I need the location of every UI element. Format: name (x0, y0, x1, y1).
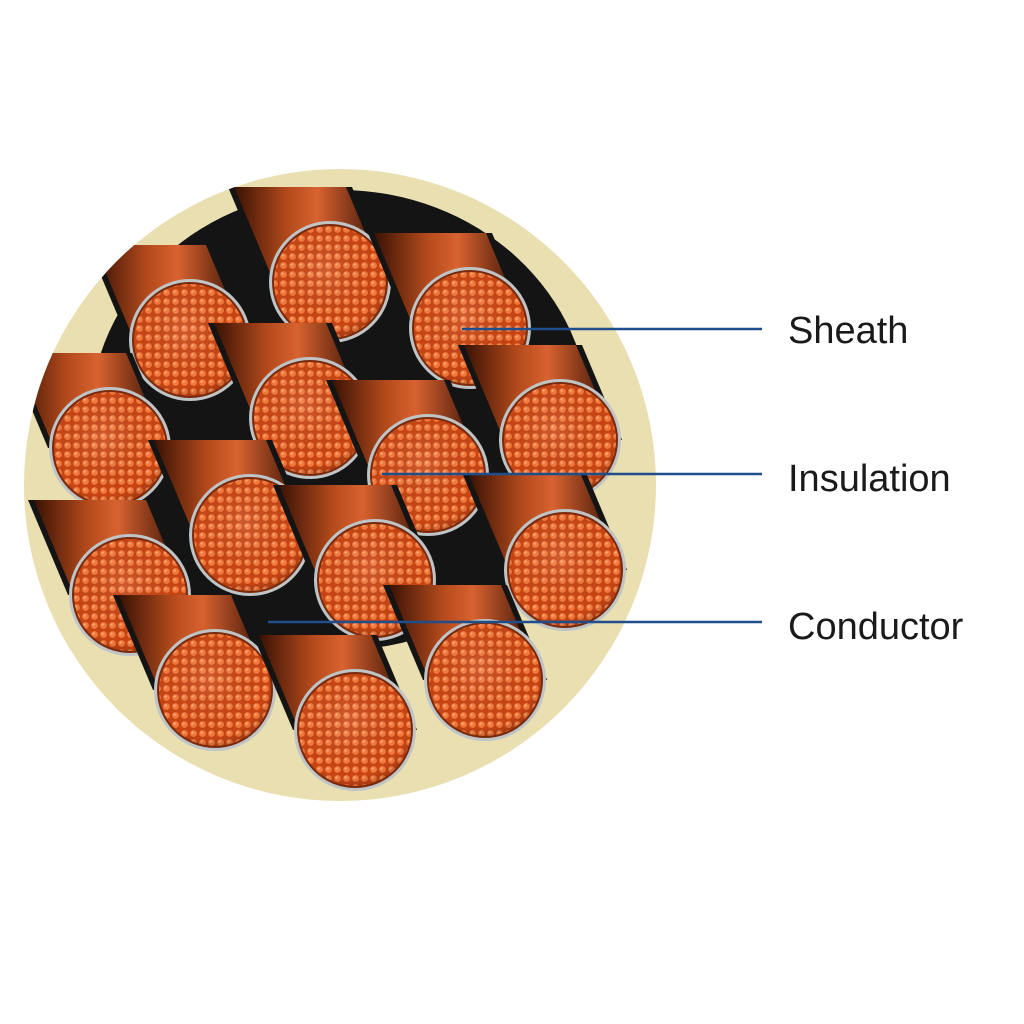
conductor-face-shade (299, 674, 411, 786)
conductor-2 (228, 187, 392, 343)
conductor-13 (253, 635, 417, 791)
insulation-label: Insulation (788, 458, 951, 500)
leader-lines (268, 327, 762, 624)
conductor-face-shade (194, 479, 306, 591)
conductor-bundle (24, 187, 627, 791)
conductor-11 (463, 475, 627, 631)
conductor-7 (458, 345, 622, 501)
conductor-1 (88, 245, 252, 401)
conductor-face-shade (274, 226, 386, 338)
conductor-8 (148, 440, 312, 596)
conductor-4 (24, 353, 172, 509)
conductor-12 (113, 595, 277, 751)
conductor-face-shade (134, 284, 246, 396)
conductor-face-shade (509, 514, 621, 626)
conductor-face-shade (159, 634, 271, 746)
sheath-label: Sheath (788, 310, 908, 352)
conductor-face-shade (54, 392, 166, 504)
conductor-14 (383, 585, 547, 741)
conductor-face-shade (429, 624, 541, 736)
conductor-label: Conductor (788, 606, 964, 648)
conductor-face-shade (504, 384, 616, 496)
